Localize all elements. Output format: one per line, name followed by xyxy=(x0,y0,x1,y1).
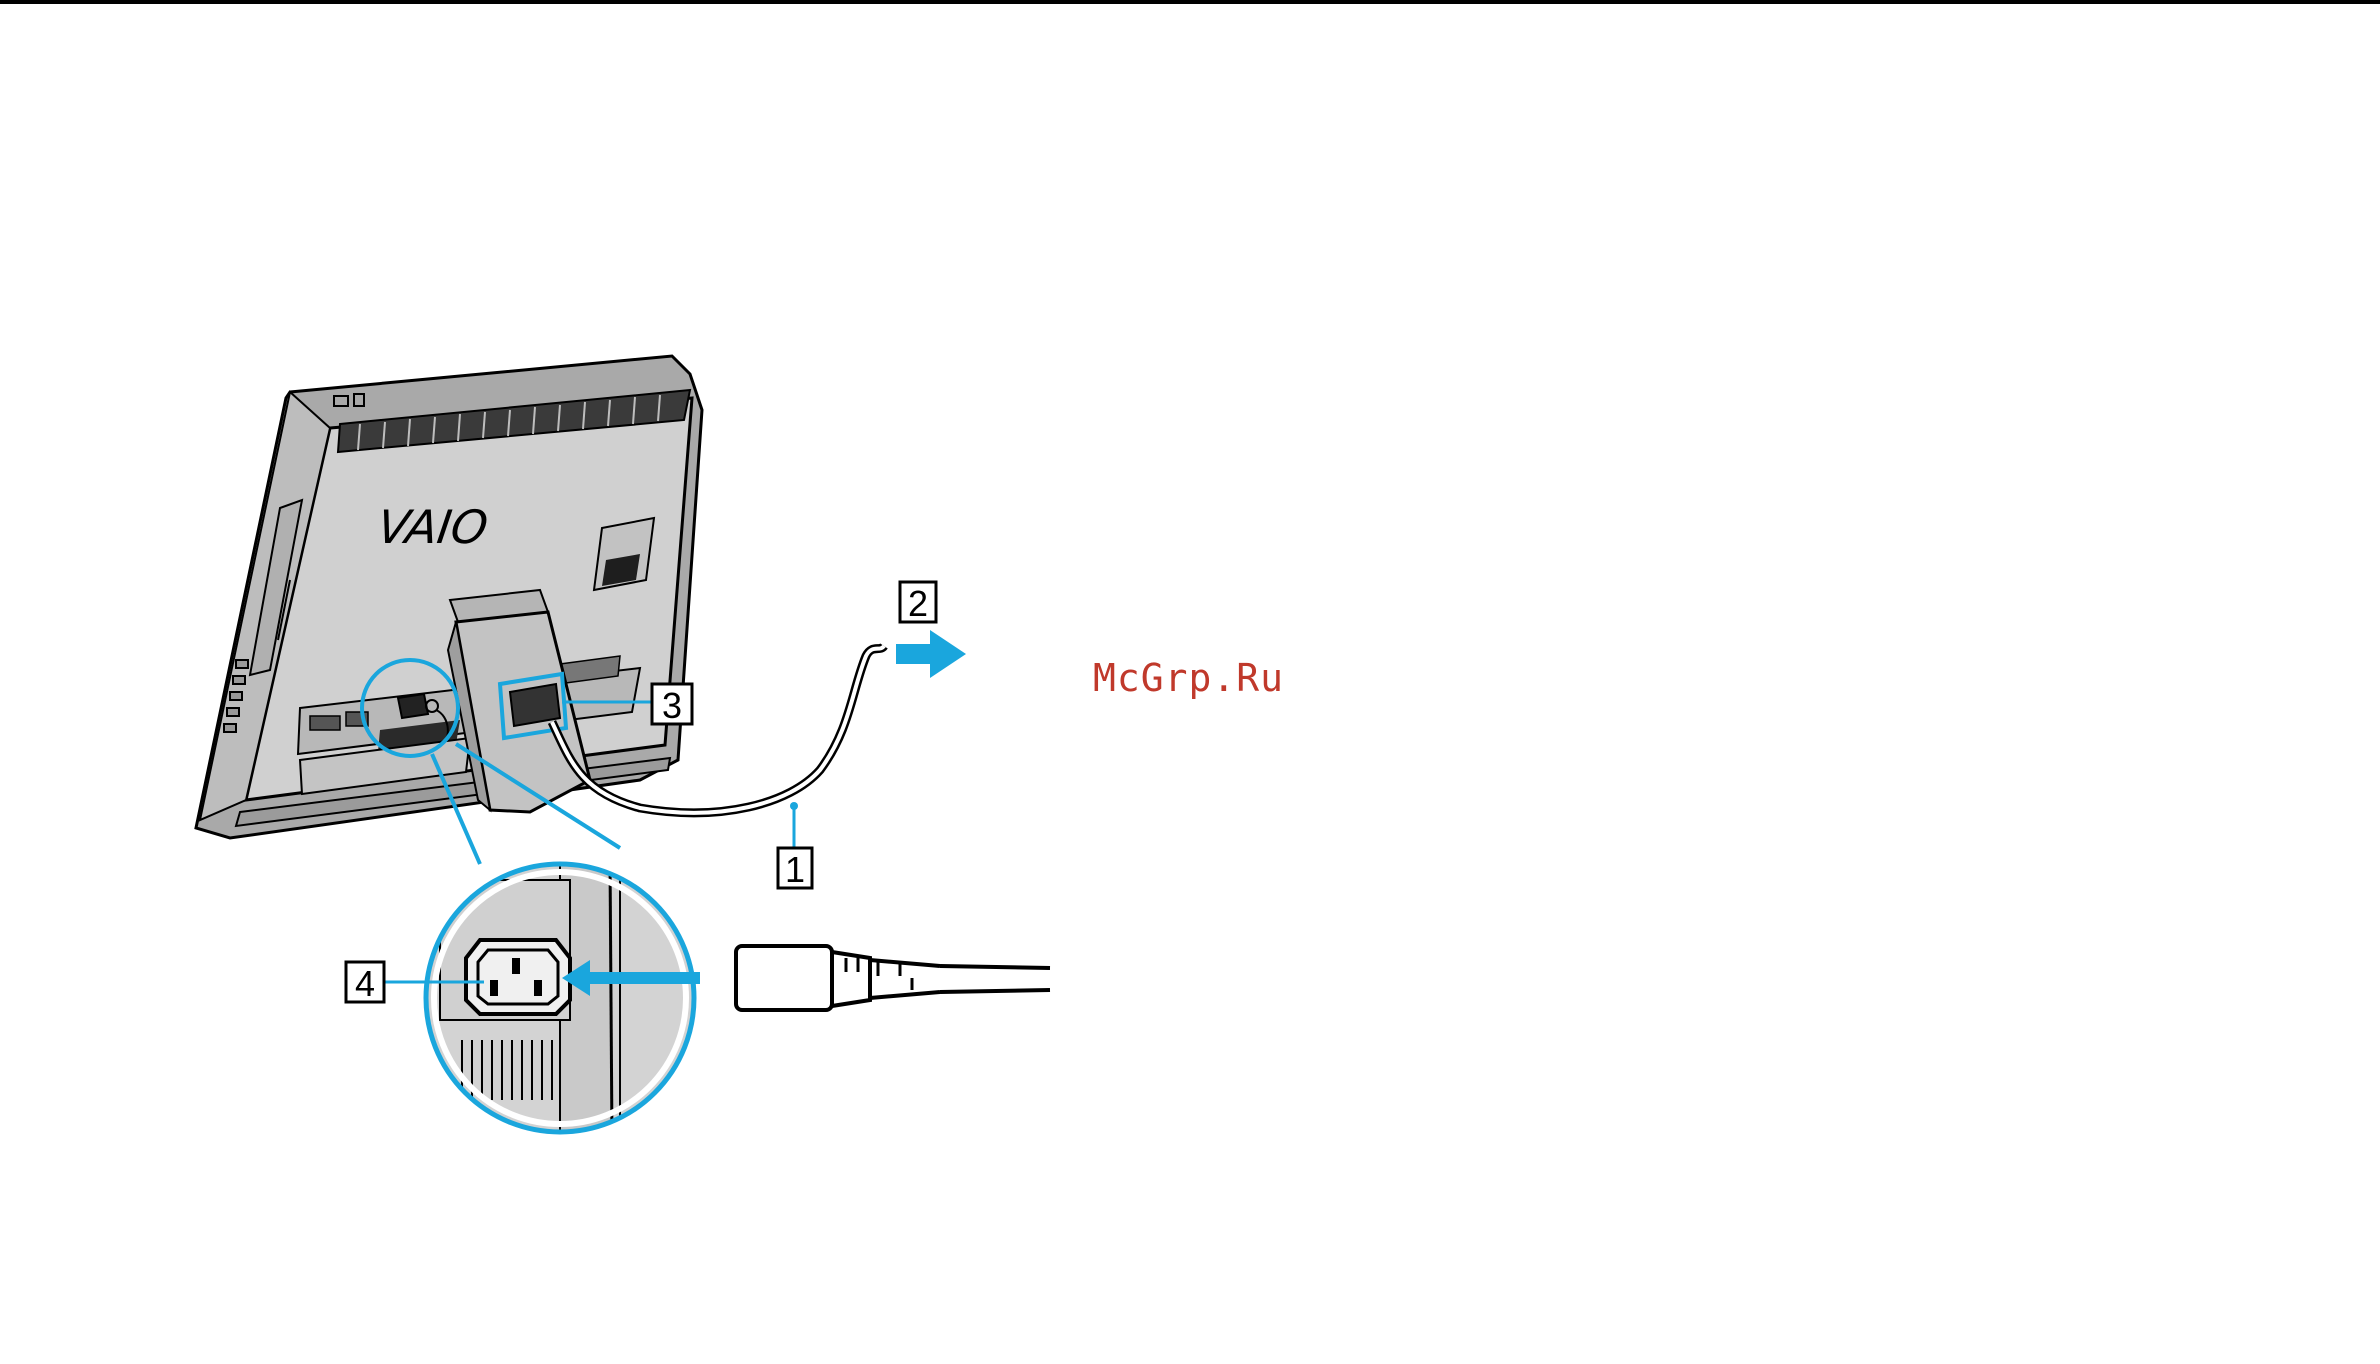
callout-2: 2 xyxy=(900,582,936,624)
callout-number: 3 xyxy=(662,685,682,726)
callout-number: 4 xyxy=(355,963,375,1004)
callout-3: 3 xyxy=(652,684,692,726)
vaio-all-in-one-back: VAIO xyxy=(196,356,702,838)
power-plug xyxy=(736,946,1050,1010)
callout-number: 2 xyxy=(908,583,928,624)
callout-number: 1 xyxy=(785,849,805,890)
vaio-logo: VAIO xyxy=(374,500,491,554)
watermark: McGrp.Ru xyxy=(1093,656,1284,700)
arrow-right-icon xyxy=(896,630,966,678)
callout-4: 4 xyxy=(346,962,384,1004)
callout-1: 1 xyxy=(778,848,812,890)
